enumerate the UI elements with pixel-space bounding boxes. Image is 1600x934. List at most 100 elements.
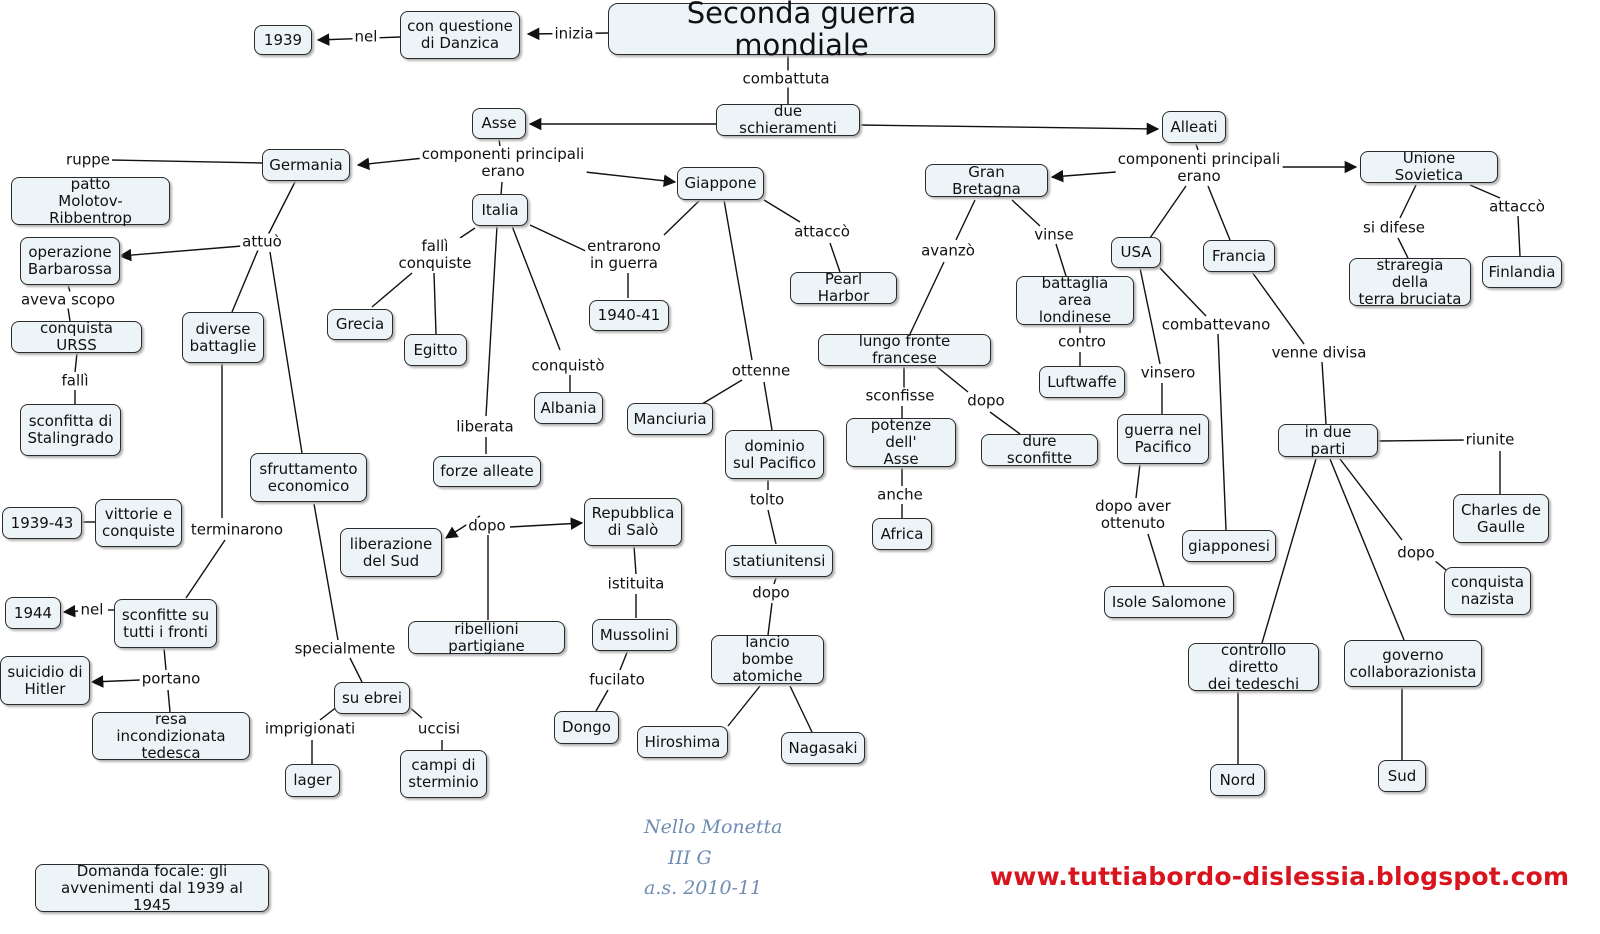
node-nagasaki[interactable]: Nagasaki: [781, 732, 865, 764]
node-bombe[interactable]: lancio bombe atomiche: [711, 634, 824, 685]
node-repubblica-salo[interactable]: Repubblica di Salò: [584, 498, 682, 546]
link-dopo-francia: dopo: [1395, 543, 1437, 562]
node-lungo-fronte[interactable]: lungo fronte francese: [818, 333, 991, 367]
link-nel-1939: nel: [352, 27, 380, 46]
node-1939-43[interactable]: 1939-43: [2, 507, 82, 539]
node-unione-sovietica[interactable]: Unione Sovietica: [1360, 150, 1498, 184]
link-aveva-scopo: aveva scopo: [18, 290, 118, 309]
node-resa[interactable]: resa incondizionata tedesca: [92, 710, 250, 761]
website-link[interactable]: www.tuttiabordo-dislessia.blogspot.com: [990, 862, 1570, 891]
node-1939[interactable]: 1939: [254, 25, 312, 55]
link-ruppe: ruppe: [64, 150, 112, 169]
node-su-ebrei[interactable]: su ebrei: [334, 682, 410, 714]
node-lager[interactable]: lager: [285, 764, 340, 797]
node-focal-question[interactable]: Domanda focale: gli avvenimenti dal 1939…: [35, 862, 269, 913]
node-africa[interactable]: Africa: [872, 518, 932, 550]
link-dopo-bombe: dopo: [750, 583, 792, 602]
node-isole-salomone[interactable]: Isole Salomone: [1104, 586, 1234, 618]
node-danzica[interactable]: con questione di Danzica: [400, 11, 520, 59]
link-fucilato: fucilato: [587, 670, 647, 689]
node-controllo-tedeschi[interactable]: controllo diretto dei tedeschi: [1188, 641, 1319, 692]
node-sud[interactable]: Sud: [1378, 760, 1426, 792]
node-suicidio[interactable]: suicidio di Hitler: [0, 656, 90, 705]
node-albania[interactable]: Albania: [534, 392, 603, 424]
node-terra-bruciata[interactable]: straregia della terra bruciata: [1349, 256, 1471, 307]
node-1940-41[interactable]: 1940-41: [589, 300, 669, 331]
node-patto[interactable]: patto Molotov-Ribbentrop: [11, 175, 170, 226]
link-vinsero: vinsero: [1138, 363, 1198, 382]
link-attuo: attuò: [240, 232, 284, 251]
node-egitto[interactable]: Egitto: [404, 334, 467, 366]
link-terminarono: terminarono: [188, 520, 286, 539]
link-dopo-italia: dopo: [466, 516, 508, 535]
link-conquisto: conquistò: [529, 356, 607, 375]
link-riunite: riunite: [1463, 430, 1517, 449]
node-battaglia-londinese[interactable]: battaglia area londinese: [1016, 275, 1134, 326]
node-potenze-asse[interactable]: potenze dell' Asse: [846, 417, 956, 468]
node-1944[interactable]: 1944: [5, 597, 61, 629]
link-attacco-urss: attaccò: [1487, 197, 1547, 216]
node-title[interactable]: Seconda guerra mondiale: [608, 0, 995, 61]
node-sfruttamento[interactable]: sfruttamento economico: [250, 453, 367, 502]
node-giapponesi[interactable]: giapponesi: [1182, 530, 1276, 562]
node-guerra-pacifico[interactable]: guerra nel Pacifico: [1117, 414, 1209, 464]
node-dongo[interactable]: Dongo: [554, 711, 619, 744]
node-germania[interactable]: Germania: [262, 149, 350, 181]
node-italia[interactable]: Italia: [472, 194, 528, 226]
node-mussolini[interactable]: Mussolini: [592, 619, 677, 651]
node-grecia[interactable]: Grecia: [327, 309, 393, 340]
node-liberazione-sud[interactable]: liberazione del Sud: [340, 528, 442, 577]
link-anche: anche: [875, 485, 925, 504]
link-componenti-asse: componenti principali erano: [419, 145, 587, 180]
node-diverse-battaglie[interactable]: diverse battaglie: [182, 312, 264, 363]
node-nord[interactable]: Nord: [1210, 764, 1265, 796]
node-manciuria[interactable]: Manciuria: [627, 403, 713, 435]
link-istituita: istituita: [605, 574, 667, 593]
link-portano: portano: [139, 669, 203, 688]
node-francia[interactable]: Francia: [1203, 240, 1275, 272]
node-dure-sconfitte[interactable]: dure sconfitte: [981, 433, 1098, 467]
node-pearl-harbor[interactable]: Pearl Harbor: [790, 271, 897, 305]
link-entrarono: entrarono in guerra: [585, 237, 663, 272]
node-sconfitte-fronti[interactable]: sconfitte su tutti i fronti: [114, 599, 217, 648]
node-alleati[interactable]: Alleati: [1162, 111, 1226, 143]
node-conquista-nazista[interactable]: conquista nazista: [1444, 567, 1531, 615]
node-conquista-urss[interactable]: conquista URSS: [11, 320, 142, 354]
node-giappone[interactable]: Giappone: [677, 167, 764, 200]
link-falli-conquiste: fallì conquiste: [396, 237, 474, 272]
node-hiroshima[interactable]: Hiroshima: [637, 726, 728, 758]
link-liberata: liberata: [454, 417, 516, 436]
signature-class: III G: [668, 847, 712, 869]
node-luftwaffe[interactable]: Luftwaffe: [1039, 366, 1125, 398]
node-due-schieramenti[interactable]: due schieramenti: [716, 103, 860, 137]
link-uccisi: uccisi: [415, 719, 463, 738]
link-nel-1944: nel: [78, 600, 106, 619]
link-avanzo: avanzò: [919, 241, 977, 260]
node-barbarossa[interactable]: operazione Barbarossa: [20, 237, 120, 285]
node-finlandia[interactable]: Finlandia: [1482, 256, 1562, 288]
link-componenti-alleati: componenti principali erano: [1115, 150, 1283, 185]
node-de-gaulle[interactable]: Charles de Gaulle: [1453, 494, 1549, 543]
link-dopo-fronte: dopo: [965, 391, 1007, 410]
node-gran-bretagna[interactable]: Gran Bretagna: [925, 163, 1048, 197]
link-vinse: vinse: [1032, 225, 1076, 244]
node-ribellioni[interactable]: ribellioni partigiane: [408, 620, 565, 654]
link-contro: contro: [1056, 332, 1108, 351]
link-dopo-aver: dopo aver ottenuto: [1093, 497, 1173, 532]
link-venne-divisa: venne divisa: [1269, 343, 1369, 362]
link-ottenne: ottenne: [729, 361, 793, 380]
link-specialmente: specialmente: [292, 639, 398, 658]
node-asse[interactable]: Asse: [472, 108, 526, 139]
node-usa[interactable]: USA: [1111, 237, 1161, 268]
node-dominio-pacifico[interactable]: dominio sul Pacifico: [725, 430, 824, 479]
node-campi[interactable]: campi di sterminio: [400, 750, 487, 798]
node-governo-collab[interactable]: governo collaborazionista: [1344, 640, 1482, 687]
node-due-parti[interactable]: in due parti: [1278, 423, 1378, 457]
node-forze-alleate[interactable]: forze alleate: [433, 456, 541, 487]
link-sconfisse: sconfisse: [863, 386, 937, 405]
node-vittorie[interactable]: vittorie e conquiste: [95, 499, 182, 547]
node-statiunitensi[interactable]: statiunitensi: [725, 545, 833, 577]
link-tolto: tolto: [747, 490, 787, 509]
node-stalingrado[interactable]: sconfitta di Stalingrado: [20, 404, 121, 456]
